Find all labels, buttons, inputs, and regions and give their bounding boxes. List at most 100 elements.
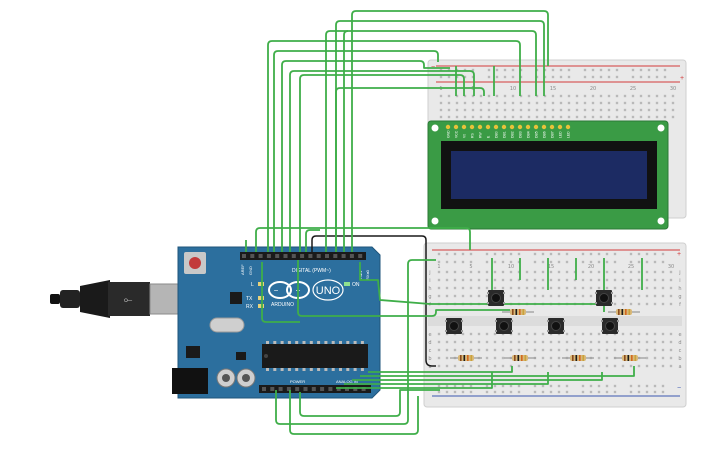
lcd-pin-label: DB1 (503, 131, 507, 138)
wire-lcd-e[interactable] (281, 60, 450, 252)
chip-pin (309, 368, 313, 371)
row-letter-label: h (428, 286, 431, 292)
lcd-pin-label: DB2 (511, 131, 515, 138)
wire-d12[interactable] (261, 262, 300, 323)
lcd-pin (469, 124, 475, 130)
chip-pin (295, 368, 299, 371)
crystal (209, 317, 245, 333)
uno-badge (312, 279, 344, 301)
digital-pin[interactable] (300, 254, 305, 258)
digital-pin[interactable] (316, 254, 321, 258)
header-pin[interactable] (262, 387, 266, 391)
wire-gnd-bottom[interactable] (289, 390, 419, 435)
col-number-label: 1 (439, 86, 442, 92)
pushbutton-cap[interactable] (605, 321, 615, 331)
analog-label: ANALOG IN (336, 379, 358, 384)
header-pin[interactable] (311, 387, 316, 391)
lcd-pin-label: LED (559, 131, 563, 138)
chip-pin (346, 341, 350, 344)
header-pin[interactable] (361, 387, 366, 391)
pushbutton-cap[interactable] (491, 293, 501, 303)
reset-button-cap[interactable] (189, 257, 201, 269)
header-pin[interactable] (320, 387, 325, 391)
wire-lcd-db3[interactable] (335, 87, 485, 252)
header-pin[interactable] (345, 387, 349, 391)
analog-pin-row[interactable] (262, 387, 366, 391)
header-pin[interactable] (353, 387, 358, 391)
digital-pin-row[interactable] (242, 254, 363, 258)
wire-lcd-db6[interactable] (325, 30, 537, 252)
resistor (512, 355, 528, 361)
wire-lcd-vcc[interactable] (351, 10, 549, 252)
mount-hole (657, 124, 665, 132)
lcd-pin-label: LED (567, 131, 571, 138)
wire-a3[interactable] (360, 366, 635, 377)
pushbutton-cap[interactable] (551, 321, 561, 331)
header-pin[interactable] (295, 387, 300, 391)
digital-pin[interactable] (349, 254, 354, 258)
wire-lcd-db7[interactable] (267, 40, 521, 252)
resistor (458, 355, 474, 361)
digital-pin[interactable] (291, 254, 296, 258)
chip-pin (324, 368, 328, 371)
wire-a2[interactable] (352, 372, 603, 381)
wire-group[interactable] (245, 10, 643, 435)
header-pin[interactable] (286, 387, 291, 391)
pushbutton-group[interactable] (445, 290, 619, 334)
row-letter-label: j (428, 270, 430, 276)
arduino-uno[interactable]: ⟜ DIGITAL (PWM~) AREF GND TX▸1 RX◂0 − + … (50, 246, 381, 399)
wire-gnd-2[interactable] (299, 389, 440, 417)
lcd-pin-label: DB7 (551, 131, 555, 138)
pushbutton-cap[interactable] (449, 321, 459, 331)
header-pin[interactable] (328, 387, 333, 391)
row-letter-label: g (678, 294, 681, 300)
wire-a4[interactable] (368, 366, 513, 373)
header-pin[interactable] (278, 387, 283, 391)
digital-pin[interactable] (266, 254, 271, 258)
pushbutton-cap[interactable] (599, 293, 609, 303)
wire-a0[interactable] (336, 372, 493, 389)
wire-d8[interactable] (305, 229, 320, 252)
wire-lcd-rs[interactable] (273, 50, 439, 252)
digital-pin[interactable] (333, 254, 338, 258)
digital-pin[interactable] (250, 254, 255, 258)
row-letter-label: b (428, 356, 431, 362)
wire-5v-rail[interactable] (255, 227, 471, 252)
digital-pin[interactable] (325, 254, 329, 258)
row-letter-label: a (678, 364, 681, 370)
usb-connector (108, 282, 150, 316)
wire-lcd-led[interactable] (335, 20, 545, 252)
wire-lcd-db4[interactable] (289, 70, 475, 252)
wire-lcd-db5[interactable] (299, 74, 465, 252)
digital-pin[interactable] (283, 254, 288, 258)
digital-pin[interactable] (275, 254, 280, 258)
lcd-pin (485, 124, 491, 130)
digital-pin[interactable] (308, 254, 313, 258)
wire-ground-black[interactable] (311, 235, 436, 367)
digital-pin[interactable] (358, 254, 363, 258)
lcd-pin (525, 124, 531, 130)
chip-pin (331, 341, 335, 344)
usb-chip (230, 292, 242, 304)
chip-pin (353, 368, 357, 371)
wire-lcd-aux[interactable] (343, 30, 349, 252)
lcd-pin (445, 124, 451, 130)
lcd-pin (533, 124, 539, 130)
lcd-pin (493, 124, 499, 130)
rx-led-label: RX (246, 304, 254, 310)
wire-d7[interactable] (297, 260, 510, 317)
digital-pin[interactable] (341, 254, 346, 258)
digital-pin[interactable] (258, 254, 263, 258)
pushbutton-cap[interactable] (499, 321, 509, 331)
chip-pin (317, 341, 321, 344)
header-pin[interactable] (336, 387, 341, 391)
header-pin[interactable] (270, 387, 275, 391)
header-pin[interactable] (303, 387, 308, 391)
chip-pin (317, 368, 321, 371)
wire-5v-bottom[interactable] (275, 259, 436, 425)
digital-pin[interactable] (242, 254, 246, 258)
chip-pin (266, 341, 269, 344)
